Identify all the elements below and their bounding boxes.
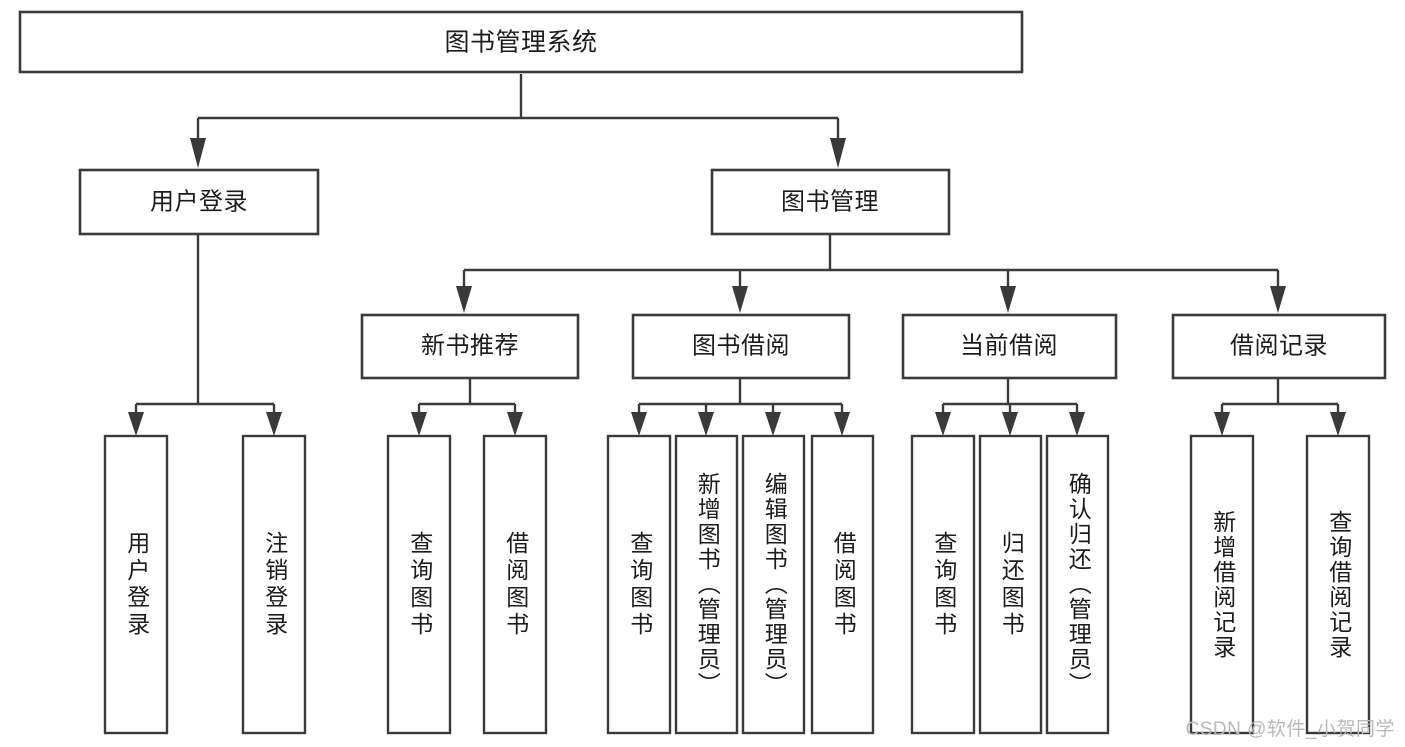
arrowhead-book-borrow (732, 286, 748, 313)
node-book-borrow[interactable]: 图书借阅 (631, 313, 851, 380)
arrowhead-leaf-add-book (698, 412, 714, 436)
arrowhead-current-borrow (1000, 286, 1016, 313)
node-leaf-borrow-book-1-box[interactable] (482, 434, 548, 735)
node-leaf-query-record-box[interactable] (1305, 434, 1371, 735)
node-new-book-rec-box[interactable] (360, 313, 580, 380)
arrowhead-borrow-record (1270, 286, 1286, 313)
node-leaf-query-book-3-box[interactable] (910, 434, 976, 735)
watermark-text: CSDN @软件_小贺同学 (1185, 719, 1395, 740)
node-current-borrow-label: 当前借阅 (960, 332, 1058, 359)
node-root-box[interactable] (18, 10, 1024, 74)
node-new-book-rec[interactable]: 新书推荐 (360, 313, 580, 380)
arrowhead-leaf-borrow-book-1 (507, 412, 523, 436)
node-book-manage-label: 图书管理 (781, 188, 879, 215)
node-leaf-query-book-2-box[interactable] (606, 434, 672, 735)
node-root[interactable]: 图书管理系统 (18, 10, 1024, 74)
arrowhead-leaf-borrow-book-2 (834, 412, 850, 436)
arrowhead-leaf-confirm-return (1069, 412, 1085, 436)
node-book-manage[interactable]: 图书管理 (710, 168, 951, 236)
node-leaf-add-record-box[interactable] (1189, 434, 1255, 735)
node-leaf-query-book-1-box[interactable] (386, 434, 452, 735)
node-current-borrow-box[interactable] (901, 313, 1118, 380)
node-root-label: 图书管理系统 (444, 29, 597, 57)
arrowhead-leaf-user-logout (266, 412, 282, 436)
node-leaf-edit-book-box[interactable] (741, 434, 806, 735)
node-new-book-rec-label: 新书推荐 (421, 332, 519, 359)
arrowhead-leaf-query-record (1330, 412, 1346, 436)
node-borrow-record[interactable]: 借阅记录 (1171, 313, 1387, 380)
arrowhead-user-login (190, 138, 206, 168)
arrowhead-leaf-query-book-1 (411, 412, 427, 436)
node-leaf-add-book-box[interactable] (674, 434, 739, 735)
arrowhead-leaf-edit-book (765, 412, 781, 436)
node-book-borrow-label: 图书借阅 (692, 332, 790, 359)
arrowhead-book-manage (830, 138, 846, 168)
node-leaf-user-logout-box[interactable] (241, 434, 307, 735)
arrowhead-leaf-add-record (1214, 412, 1230, 436)
node-book-manage-box[interactable] (710, 168, 951, 236)
node-borrow-record-box[interactable] (1171, 313, 1387, 380)
connectors-layer (128, 74, 1346, 436)
node-current-borrow[interactable]: 当前借阅 (901, 313, 1118, 380)
node-user-login[interactable]: 用户登录 (78, 168, 320, 236)
arrowhead-leaf-query-book-2 (631, 412, 647, 436)
node-book-borrow-box[interactable] (631, 313, 851, 380)
node-user-login-label: 用户登录 (150, 188, 248, 215)
node-leaf-confirm-return-box[interactable] (1045, 434, 1110, 735)
node-user-login-box[interactable] (78, 168, 320, 236)
node-leaf-user-login-box[interactable] (103, 434, 169, 735)
arrowhead-leaf-query-book-3 (935, 412, 951, 436)
node-leaf-borrow-book-2-box[interactable] (810, 434, 875, 735)
node-borrow-record-label: 借阅记录 (1230, 332, 1328, 359)
arrowhead-leaf-return-book (1002, 412, 1018, 436)
node-leaf-return-book-box[interactable] (978, 434, 1043, 735)
arrowhead-new-book-rec (456, 286, 472, 313)
arrowhead-leaf-user-login (128, 412, 144, 436)
